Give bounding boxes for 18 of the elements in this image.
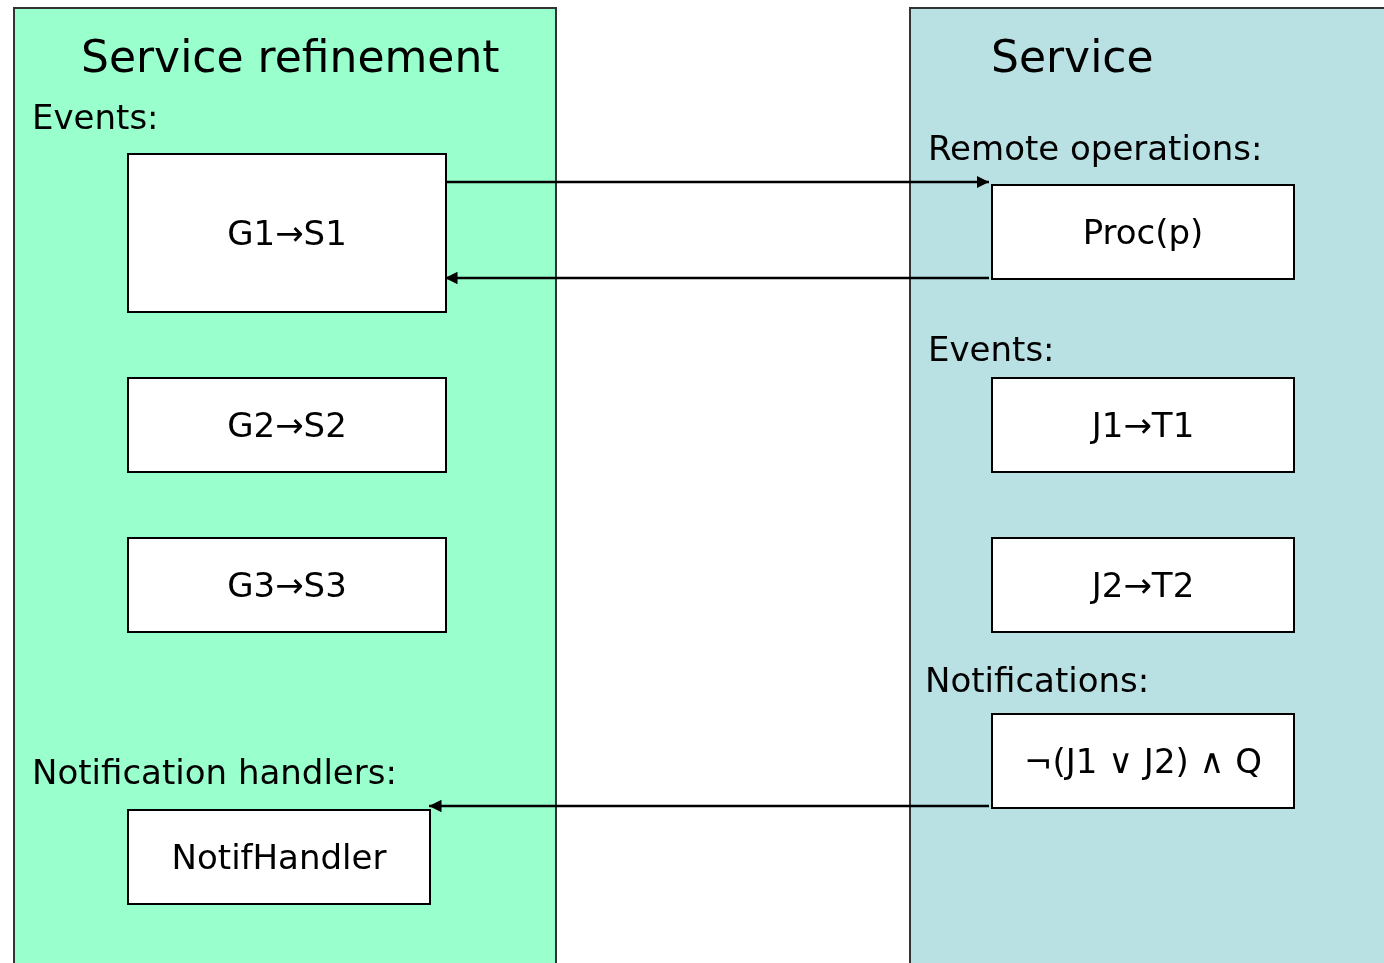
- panel: [909, 7, 1384, 963]
- section-heading: Notifications:: [925, 660, 1150, 700]
- section-heading: Events:: [32, 97, 159, 137]
- process-box: NotifHandler: [127, 809, 431, 905]
- panel-title: Service: [991, 31, 1154, 82]
- section-heading: Notification handlers:: [32, 752, 397, 792]
- panel: [13, 7, 557, 963]
- process-box: G1→S1: [127, 153, 447, 313]
- panel-title: Service refinement: [81, 31, 500, 82]
- process-box: J2→T2: [991, 537, 1295, 633]
- process-box: J1→T1: [991, 377, 1295, 473]
- arrow: [429, 799, 989, 813]
- process-box: G3→S3: [127, 537, 447, 633]
- process-box: G2→S2: [127, 377, 447, 473]
- process-box: Proc(p): [991, 184, 1295, 280]
- section-heading: Events:: [928, 329, 1055, 369]
- section-heading: Remote operations:: [928, 128, 1263, 168]
- process-box: ¬(J1 ∨ J2) ∧ Q: [991, 713, 1295, 809]
